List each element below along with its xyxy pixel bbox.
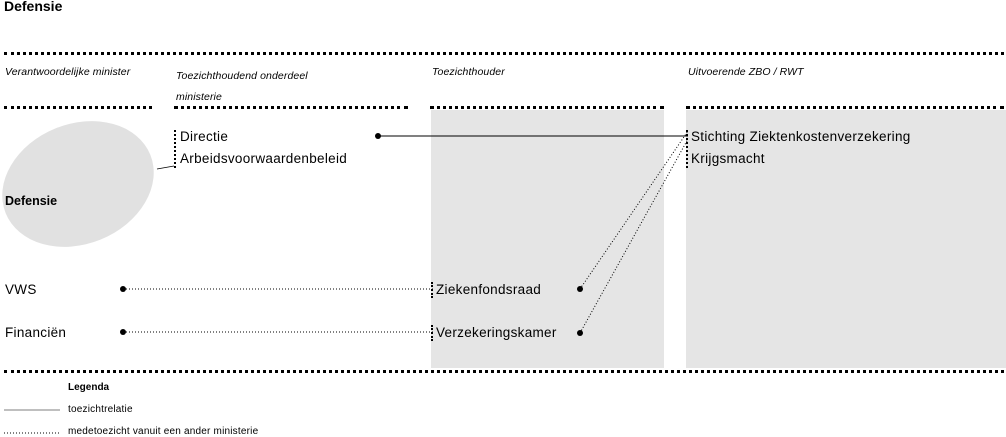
zbo-bracket <box>686 130 688 168</box>
column-heading-minister: Verantwoordelijke minister <box>5 66 131 78</box>
onderdeel-bracket <box>174 130 176 168</box>
column-heading-zbo: Uitvoerende ZBO / RWT <box>688 66 804 78</box>
verzekeringskamer-endpoint <box>577 330 583 336</box>
ziekenfondsraad-endpoint <box>577 286 583 292</box>
toezichthouder-panel <box>431 110 664 368</box>
column-divider-onderdeel <box>174 106 408 109</box>
onderdeel-line1: Directie <box>180 129 229 144</box>
ziekenfondsraad-bracket <box>431 282 433 298</box>
minister-defensie: Defensie <box>5 194 58 208</box>
zbo-line1: Stichting Ziektenkostenverzekering <box>691 129 911 144</box>
bottom-divider <box>4 370 1004 373</box>
column-heading-onderdeel: Toezichthoudend onderdeel ministerie <box>176 66 308 108</box>
defensie-oval <box>2 121 154 247</box>
top-divider <box>4 52 1004 55</box>
onderdeel-line2: Arbeidsvoorwaardenbeleid <box>180 151 348 166</box>
column-heading-onderdeel-line1: Toezichthoudend onderdeel <box>176 70 308 82</box>
column-divider-zbo <box>686 106 1004 109</box>
toezichthouder-ziekenfondsraad: Ziekenfondsraad <box>436 282 542 297</box>
column-heading-toezichthouder: Toezichthouder <box>432 66 505 78</box>
zbo-panel <box>686 110 1006 368</box>
medetoezicht-line-ziekenfondsraad-stichting <box>579 130 689 290</box>
legend-solid-label: toezichtrelatie <box>68 404 133 415</box>
onderdeel-directie: Directie Arbeidsvoorwaardenbeleid <box>180 126 347 170</box>
column-heading-onderdeel-line2: ministerie <box>176 91 222 103</box>
toezichthouder-verzekeringskamer: Verzekeringskamer <box>436 325 557 340</box>
minister-vws: VWS <box>5 282 37 297</box>
zbo-stichting: Stichting Ziektenkostenverzekering Krijg… <box>691 126 911 170</box>
zbo-line2: Krijgsmacht <box>691 151 765 166</box>
medetoezicht-line-verzekeringskamer-stichting <box>579 138 689 334</box>
vws-endpoint <box>120 286 126 292</box>
legend-title: Legenda <box>68 382 110 393</box>
oval-to-onderdeel-connector <box>156 165 175 170</box>
legend-dotted-label: medetoezicht vanuit een ander ministerie <box>68 426 259 437</box>
verzekeringskamer-bracket <box>431 325 433 341</box>
financien-endpoint <box>120 329 126 335</box>
column-divider-minister <box>4 106 152 109</box>
diagram-title: Defensie <box>4 0 63 14</box>
toezicht-endpoint <box>375 133 381 139</box>
column-divider-toezichthouder <box>430 106 664 109</box>
minister-financien: Financiën <box>5 325 67 340</box>
